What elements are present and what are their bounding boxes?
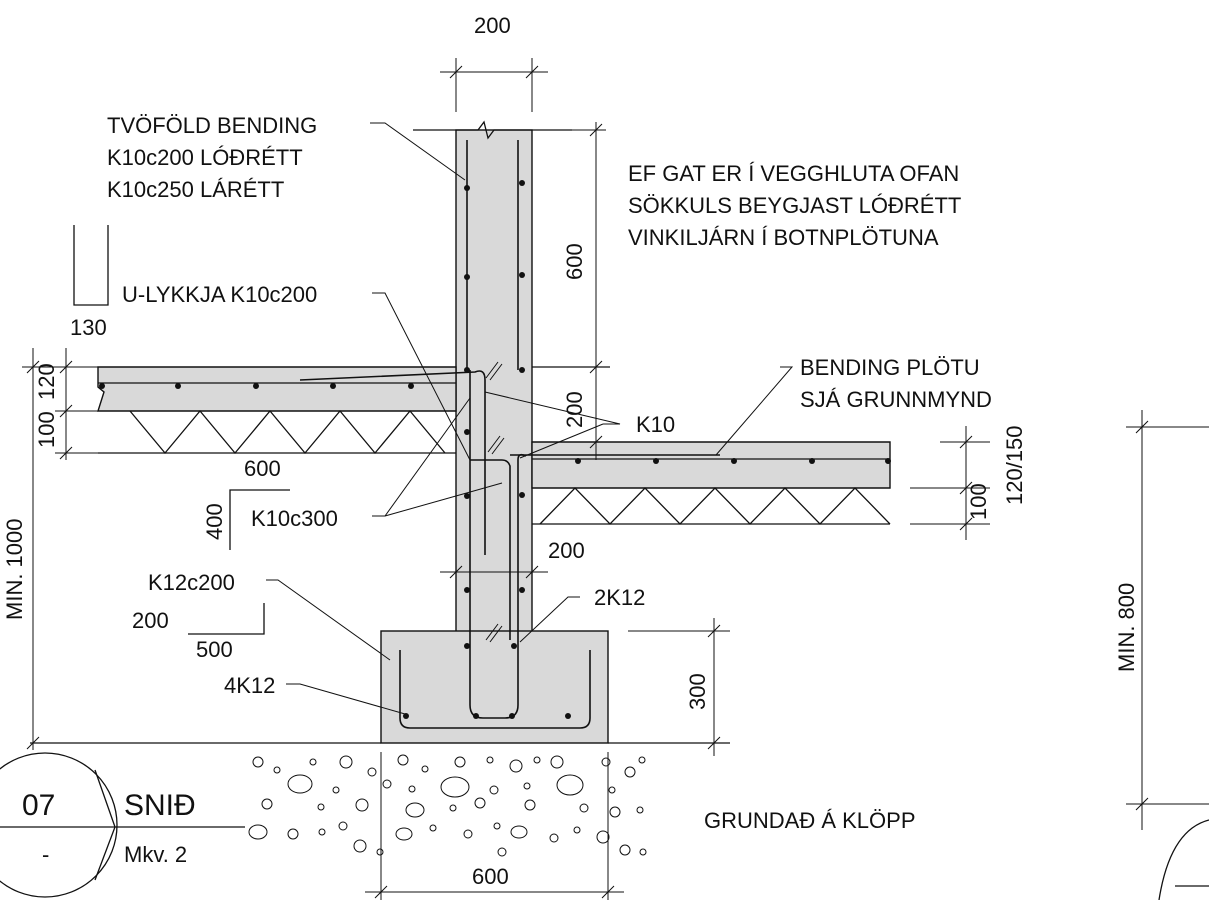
dim-slab-120: 120 <box>34 363 59 400</box>
reinforcement <box>99 140 891 729</box>
label-k10c300: K10c300 <box>251 506 338 531</box>
label-wall-rebar-2: K10c200 LÓÐRÉTT <box>107 145 303 170</box>
label-2k12: 2K12 <box>594 585 645 610</box>
dimension-lines <box>22 58 1209 900</box>
drawing-scale: Mkv. 2 <box>124 842 187 867</box>
label-k12c200: K12c200 <box>148 570 235 595</box>
label-u-loop: U-LYKKJA K10c200 <box>122 282 317 307</box>
dim-min-1000: MIN. 1000 <box>2 519 27 621</box>
dim-slab-step: 200 <box>562 391 587 428</box>
note-line-1: EF GAT ER Í VEGGHLUTA OFAN <box>628 161 959 186</box>
label-4k12: 4K12 <box>224 673 275 698</box>
leaders <box>266 122 794 715</box>
rock-hatch <box>30 742 730 857</box>
label-foundation: GRUNDAÐ Á KLÖPP <box>704 808 916 833</box>
dim-footing-600: 600 <box>472 864 509 889</box>
insulation <box>98 409 891 525</box>
dim-bend-400: 400 <box>202 503 227 540</box>
note-line-2: SÖKKULS BEYGJAST LÓÐRÉTT <box>628 193 961 218</box>
drawing-title: SNIÐ <box>124 789 196 822</box>
footing <box>380 630 609 744</box>
dim-bend-500: 500 <box>196 637 233 662</box>
title-block <box>0 752 1209 900</box>
left-slab <box>97 366 457 412</box>
label-wall-rebar-3: K10c250 LÁRÉTT <box>107 177 284 202</box>
dim-bend-200: 200 <box>132 608 169 633</box>
label-wall-rebar-1: TVÖFÖLD BENDING <box>107 113 317 138</box>
right-slab <box>531 441 891 489</box>
dim-upper-wall: 600 <box>562 243 587 280</box>
dim-lap-600: 600 <box>244 456 281 481</box>
wall <box>455 129 533 633</box>
dim-wall-width: 200 <box>474 13 511 38</box>
dim-lower-wall-200: 200 <box>548 538 585 563</box>
note-line-3: VINKILJÁRN Í BOTNPLÖTUNA <box>628 225 939 250</box>
dim-slab-120-150: 120/150 <box>1002 425 1027 505</box>
label-slab-rebar-1: BENDING PLÖTU <box>800 355 980 380</box>
wall-break-line <box>413 120 572 140</box>
label-k10: K10 <box>636 412 675 437</box>
drawing-number: 07 <box>22 789 55 822</box>
concrete-elements <box>97 129 891 744</box>
dim-min-800: MIN. 800 <box>1114 583 1139 672</box>
sheet-number: - <box>42 842 49 867</box>
dim-slab-100: 100 <box>34 411 59 448</box>
dim-slab-100-right: 100 <box>966 483 991 520</box>
dim-footing-300: 300 <box>685 673 710 710</box>
label-slab-rebar-2: SJÁ GRUNNMYND <box>800 387 992 412</box>
dim-hook-130: 130 <box>70 315 107 340</box>
